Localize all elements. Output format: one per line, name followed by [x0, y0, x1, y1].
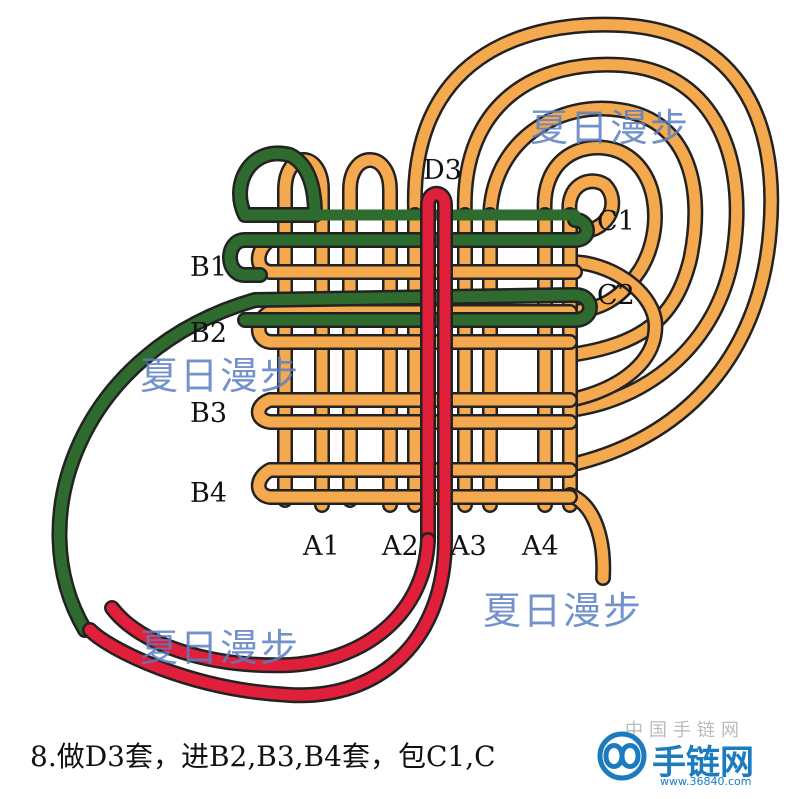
label-b4: B4: [190, 478, 228, 509]
logo-name: 手链网: [652, 743, 754, 783]
step-caption: 8.做D3套，进B2,B3,B4套，包C1,C: [30, 740, 496, 773]
label-b2: B2: [190, 318, 228, 349]
label-d3: D3: [423, 155, 462, 186]
label-a4: A4: [522, 531, 559, 562]
label-c2: C2: [597, 280, 635, 311]
label-b3: B3: [190, 398, 228, 429]
label-a1: A1: [303, 531, 340, 562]
watermark-bottom-left: 夏日漫步: [140, 626, 301, 670]
label-a3: A3: [450, 531, 487, 562]
knot-logo-icon: [597, 731, 647, 781]
watermark-left: 夏日漫步: [140, 354, 301, 398]
label-c1: C1: [597, 206, 635, 237]
green-cord: [51, 145, 598, 638]
watermark-bottom-right: 夏日漫步: [483, 589, 644, 633]
label-b1: B1: [190, 252, 228, 283]
logo-url[interactable]: www.36840.com: [660, 775, 752, 788]
logo-faint-text: 中国手链网: [625, 720, 745, 741]
watermark-top-right: 夏日漫步: [530, 106, 691, 150]
red-cord-d3: [82, 185, 453, 704]
label-a2: A2: [382, 531, 419, 562]
outer-orange-loops: [406, 16, 780, 473]
